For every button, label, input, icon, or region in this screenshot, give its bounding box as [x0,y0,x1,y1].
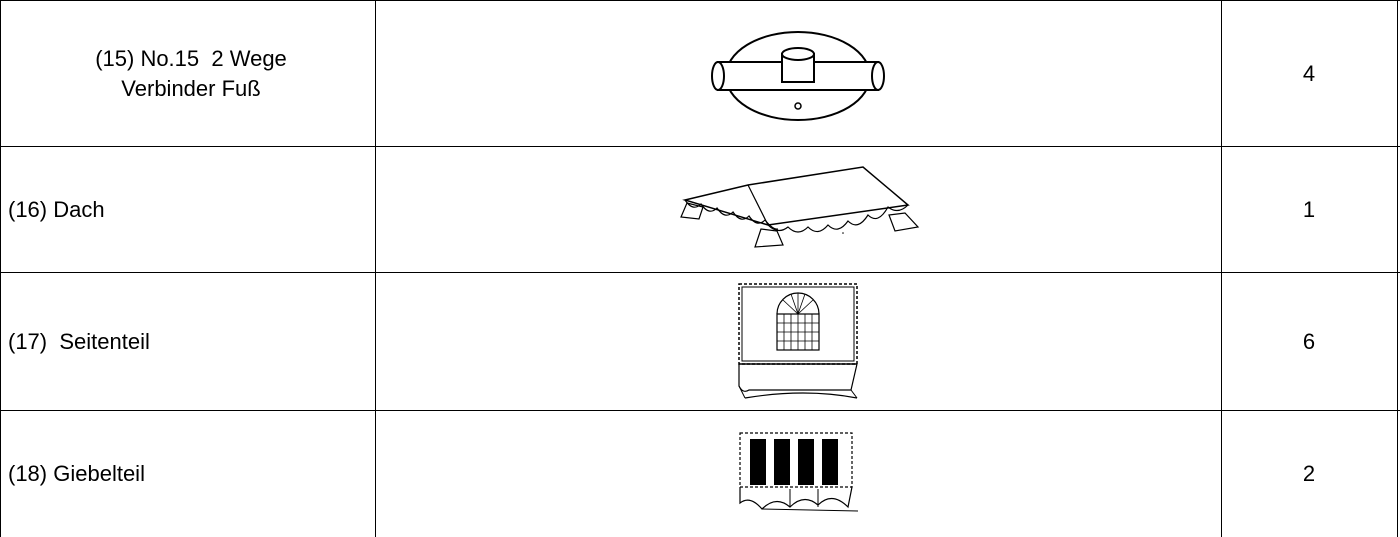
part-illustration-cell [376,273,1220,410]
table-row: (17) Seitenteil [0,273,1400,410]
row-divider [0,410,1400,411]
part-name-cell: (17) Seitenteil [8,273,374,410]
row-divider [0,0,1400,1]
part-name-line: Verbinder Fuß [121,75,261,101]
table-row: (18) Giebelteil 2 [0,411,1400,537]
quantity-cell: 1 [1302,196,1316,222]
side-panel-drawing [738,282,858,399]
roof-drawing [680,165,920,248]
quantity-cell: 6 [1302,328,1316,354]
quantity-cell: 2 [1302,461,1316,486]
column-divider [1221,0,1222,537]
part-name-cell: (16) Dach [8,147,374,272]
two-way-connector-foot-drawing [711,30,885,121]
row-divider [0,272,1400,273]
table-border-left [0,0,1,537]
part-illustration-cell [376,147,1220,272]
table-border-right [1397,0,1398,537]
table-row: (15) No.15 2 Wege Verbinder Fuß 4 [0,1,1400,146]
part-name-cell: (15) No.15 2 Wege Verbinder Fuß [8,1,374,146]
column-divider [375,0,376,537]
part-name: (17) Seitenteil [8,328,150,354]
table-row: (16) Dach 1 [0,147,1400,272]
part-illustration-cell [376,1,1220,146]
part-name-cell: (18) Giebelteil [8,411,374,537]
quantity-cell: 4 [1302,60,1316,86]
row-divider [0,146,1400,147]
gable-panel-drawing [738,432,858,512]
part-illustration-cell [376,411,1220,537]
part-name: (18) Giebelteil [8,461,145,486]
part-name: (16) Dach [8,196,105,222]
part-name-line: (15) No.15 2 Wege [95,45,287,71]
